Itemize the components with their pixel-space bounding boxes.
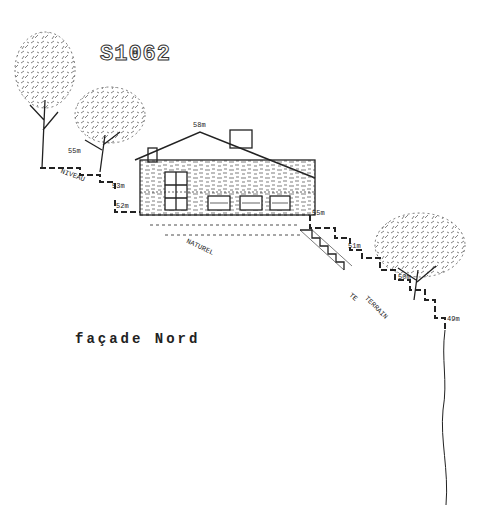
elevation-mark: 58m xyxy=(193,122,206,129)
elevation-mark: 50m xyxy=(398,274,411,281)
terrain-note: NIVEAU xyxy=(60,168,86,183)
terrain-note: TERRAIN xyxy=(363,295,389,321)
drawing-number: S1062 xyxy=(100,44,171,66)
terrain-note: NATUREL xyxy=(185,238,215,257)
elevation-mark: 51m xyxy=(348,243,361,250)
elevation-mark: 55m xyxy=(312,210,325,217)
elevation-mark: 53m xyxy=(112,183,125,190)
view-caption: façade Nord xyxy=(75,332,200,346)
terrain-note: TE xyxy=(348,292,359,303)
elevation-mark: 52m xyxy=(116,203,129,210)
elevation-mark: 49m xyxy=(447,316,460,323)
elevation-mark: 55m xyxy=(68,148,81,155)
